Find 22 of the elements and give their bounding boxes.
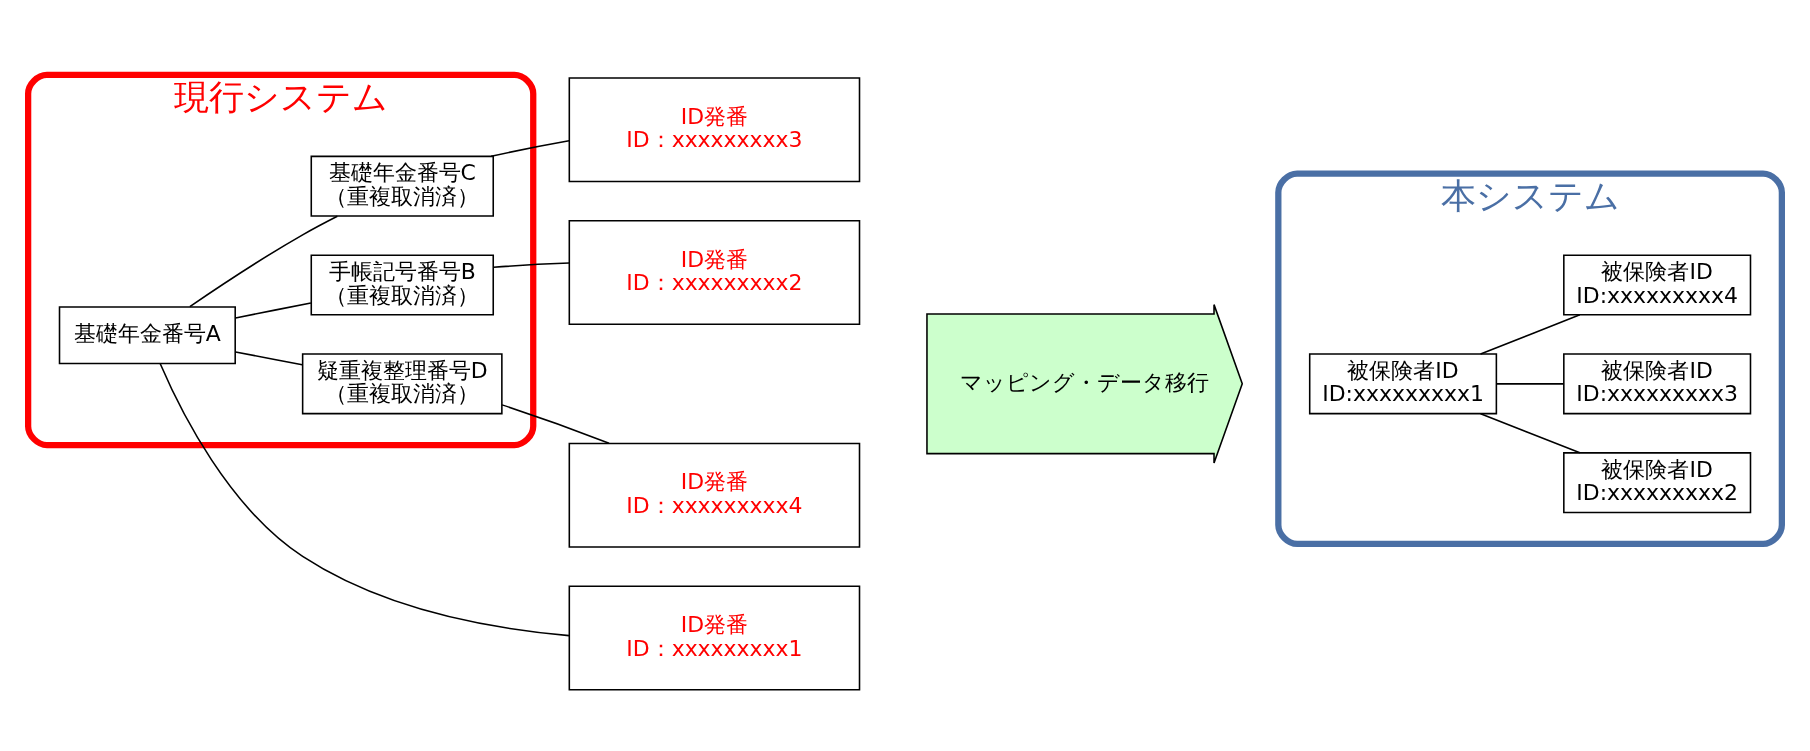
connector: [189, 214, 339, 307]
node-box: 被保険者ID ID:xxxxxxxxx3: [1563, 352, 1752, 414]
connector: [490, 139, 570, 157]
node-box: 基礎年金番号C （重複取消済）: [310, 155, 495, 217]
node-box: 被保険者ID ID:xxxxxxxxx2: [1563, 451, 1752, 513]
connector: [1495, 382, 1565, 385]
node-box: 被保険者ID ID:xxxxxxxxx4: [1563, 253, 1752, 316]
connector: [492, 261, 571, 268]
node-box: ID発番 ID：xxxxxxxxx3: [568, 76, 861, 182]
connector: [234, 301, 312, 319]
node-box: 疑重複整理番号D （重複取消済）: [301, 352, 503, 414]
connector: [234, 350, 303, 366]
node-box: ID発番 ID：xxxxxxxxx1: [568, 584, 861, 690]
connector: [1479, 313, 1581, 355]
node-box: ID発番 ID：xxxxxxxxx4: [568, 442, 861, 548]
node-box: ID発番 ID：xxxxxxxxx2: [568, 219, 861, 325]
connector: [1479, 412, 1581, 454]
node-box: 被保険者ID ID:xxxxxxxxx1: [1308, 352, 1498, 414]
connector: [159, 362, 570, 636]
node-box: 基礎年金番号A: [58, 305, 236, 364]
connector: [501, 403, 610, 444]
node-box: 手帳記号番号B （重複取消済）: [310, 253, 495, 316]
